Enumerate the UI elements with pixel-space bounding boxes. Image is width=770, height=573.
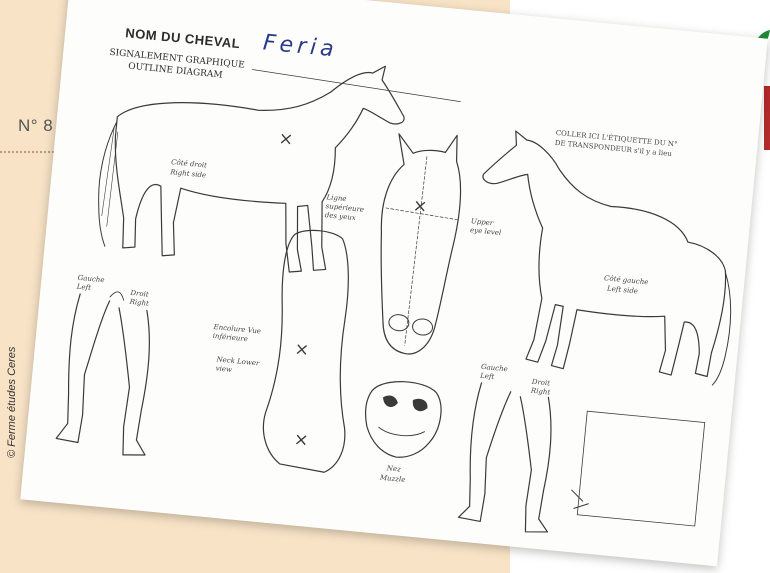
- back-legs-right-label: Droit Right: [530, 378, 560, 399]
- horse-muzzle-drawing: [361, 378, 443, 461]
- back-legs-left-label: Gauche Left: [480, 363, 510, 384]
- horse-head-front-drawing: [369, 129, 467, 358]
- eye-line-label-fr: Ligne supérieure des yeux: [324, 193, 376, 225]
- front-legs-left-label: Gauche Left: [76, 274, 106, 295]
- photo-credit: © Ferme études Ceres: [6, 347, 18, 458]
- horse-back-legs-drawing: [458, 382, 561, 534]
- muzzle-label-fr: Nez: [386, 464, 401, 474]
- logo-bar: [764, 86, 770, 150]
- horse-right-side-drawing: [93, 40, 409, 281]
- horse-left-side-drawing: [465, 128, 746, 386]
- photo-sheet: NOM DU CHEVAL Feria SIGNALEMENT GRAPHIQU…: [44, 4, 744, 544]
- front-legs-right-label: Droit Right: [129, 289, 159, 310]
- horse-front-legs-drawing: [55, 287, 160, 457]
- eye-line-label-en: Upper eye level: [470, 217, 506, 238]
- identification-sheet: NOM DU CHEVAL Feria SIGNALEMENT GRAPHIQU…: [20, 0, 768, 566]
- horse-neck-lower-view-drawing: [259, 227, 364, 474]
